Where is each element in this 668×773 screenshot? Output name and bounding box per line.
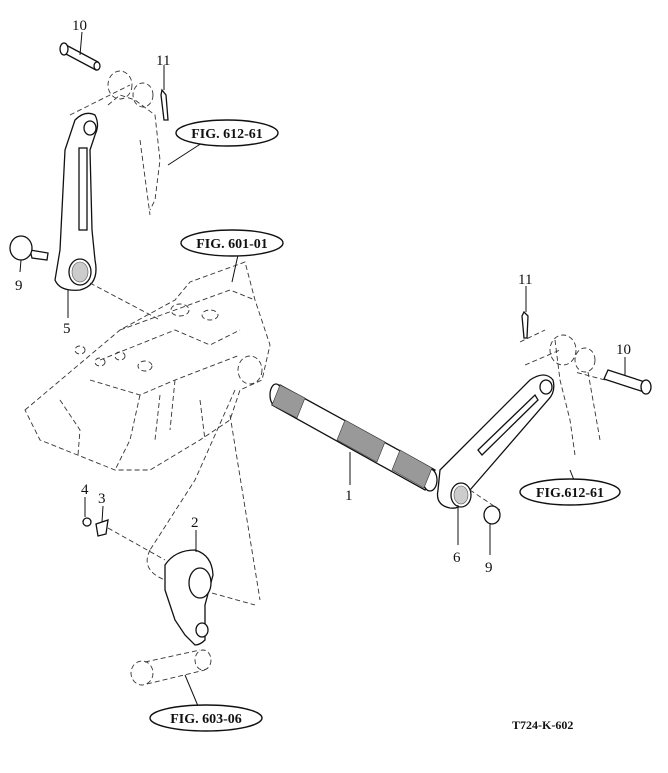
callout-11-right: 11	[518, 272, 532, 288]
callout-11-top: 11	[156, 53, 170, 69]
fig-ref-601-01[interactable]: FIG. 601-01	[180, 229, 284, 257]
callout-10-top: 10	[72, 18, 87, 34]
part-5-lift-arm-left[interactable]	[29, 112, 99, 291]
part-9-snap-ring-right[interactable]	[483, 505, 501, 525]
part-6-lift-arm-right[interactable]	[436, 374, 555, 509]
callout-3: 3	[98, 491, 106, 507]
part-4-bolt[interactable]	[82, 517, 92, 527]
fig-ref-612-61-top[interactable]: FIG. 612-61	[175, 119, 279, 147]
callout-5: 5	[63, 321, 71, 337]
callout-1: 1	[345, 488, 353, 504]
part-1-splined-shaft[interactable]	[269, 383, 438, 492]
part-11-cotter-pin-right[interactable]	[521, 310, 529, 339]
part-11-cotter-pin-top[interactable]	[160, 88, 169, 121]
fig-ref-label: FIG. 612-61	[191, 127, 263, 142]
hydraulic-housing-outline	[24, 261, 271, 606]
fig-ref-label: FIG. 601-01	[196, 237, 268, 252]
lift-rod-top-outline	[69, 70, 161, 216]
fig-ref-612-61-right[interactable]: FIG.612-61	[519, 478, 621, 506]
fig-ref-label: FIG.612-61	[536, 486, 604, 501]
fig-ref-603-06[interactable]: FIG. 603-06	[149, 704, 263, 732]
callout-9-left: 9	[15, 278, 23, 294]
callout-10-right: 10	[616, 342, 631, 358]
fig-ref-label: FIG. 603-06	[170, 712, 242, 727]
part-10-pin-top[interactable]	[59, 42, 101, 71]
part-9-snap-ring-left[interactable]	[9, 235, 33, 261]
pin-outline-fig-603-06	[130, 649, 212, 686]
callout-6: 6	[453, 550, 461, 566]
callout-9-right: 9	[485, 560, 493, 576]
callout-4: 4	[81, 482, 89, 498]
part-10-pin-right[interactable]	[603, 369, 652, 395]
callout-2: 2	[191, 515, 199, 531]
leader-lines	[19, 31, 626, 707]
drawing-code: T724-K-602	[512, 718, 573, 732]
part-2-arm-bracket[interactable]	[164, 549, 214, 646]
lift-rod-right-outline	[519, 329, 601, 456]
part-3-lock-plate[interactable]	[95, 519, 109, 537]
